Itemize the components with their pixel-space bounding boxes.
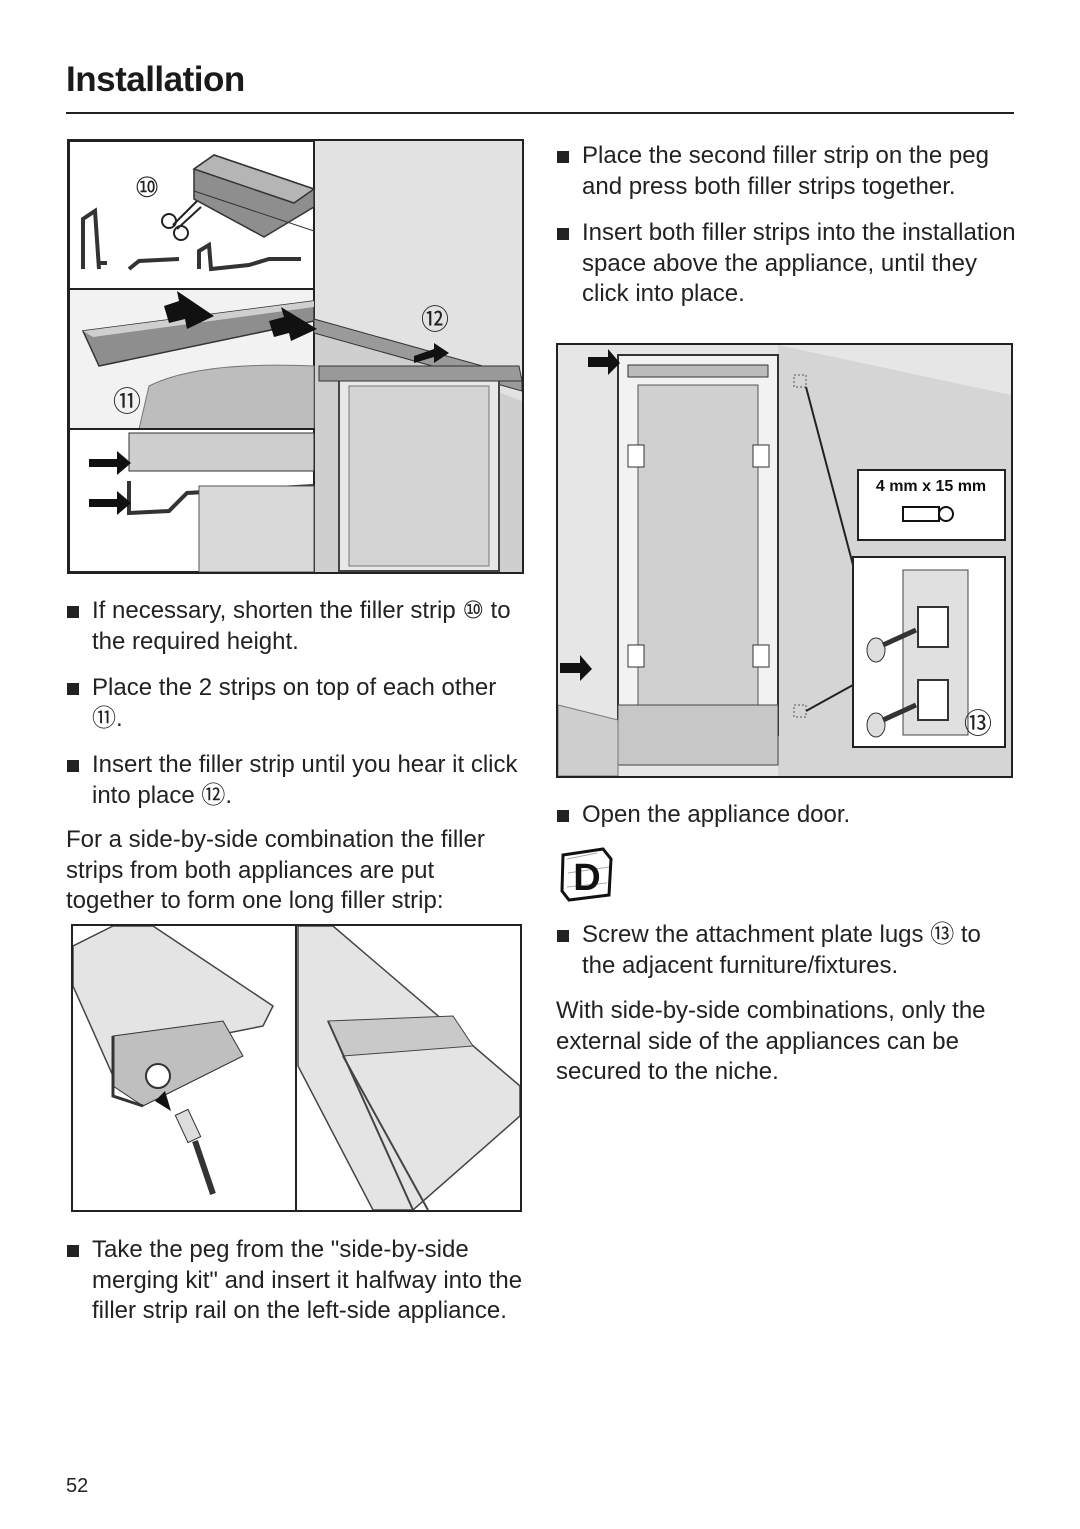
step-open-door: Open the appliance door.: [556, 800, 1016, 831]
title-rule: [66, 112, 1014, 114]
steps-list-d: Open the appliance door.: [556, 800, 1016, 847]
step-insert-filler-strip: Insert the filler strip until you hear i…: [66, 750, 526, 811]
securing-note: With side-by-side combinations, only the…: [556, 997, 986, 1085]
step-place-strips: Place the 2 strips on top of each other …: [66, 673, 526, 734]
filler-strip-peg-figure: [71, 924, 522, 1212]
callout-10: ⑩: [134, 171, 159, 204]
steps-list-e: Screw the attachment plate lugs ⑬ to the…: [556, 920, 1016, 997]
callout-12: ⑫: [421, 303, 449, 336]
step-insert-both-strips: Insert both filler strips into the insta…: [556, 218, 1016, 310]
steps-list-b: Take the peg from the "side-by-side merg…: [66, 1235, 528, 1343]
attachment-plate-figure: 4 mm x 15 mm ⑬: [556, 343, 1013, 778]
step-place-second-strip: Place the second filler strip on the peg…: [556, 141, 1016, 202]
combination-note: For a side-by-side combination the fille…: [66, 826, 485, 914]
callout-11: ⑪: [113, 385, 141, 418]
step-screw-lugs: Screw the attachment plate lugs ⑬ to the…: [556, 920, 1016, 981]
steps-list-c: Place the second filler strip on the peg…: [556, 141, 1016, 326]
step-shorten-filler-strip: If necessary, shorten the filler strip ⑩…: [66, 596, 526, 657]
filler-strip-installation-figure: ⑩ ⑪ ⑫: [67, 139, 524, 574]
step-take-peg: Take the peg from the "side-by-side merg…: [66, 1235, 528, 1327]
callout-13: ⑬: [964, 707, 992, 740]
d-icon-letter: D: [573, 857, 600, 899]
page-title: Installation: [66, 60, 245, 99]
page-number: 52: [66, 1475, 89, 1497]
screw-size-label: 4 mm x 15 mm: [876, 478, 986, 495]
steps-list-a: If necessary, shorten the filler strip ⑩…: [66, 596, 526, 827]
d-icon: D: [559, 845, 615, 908]
